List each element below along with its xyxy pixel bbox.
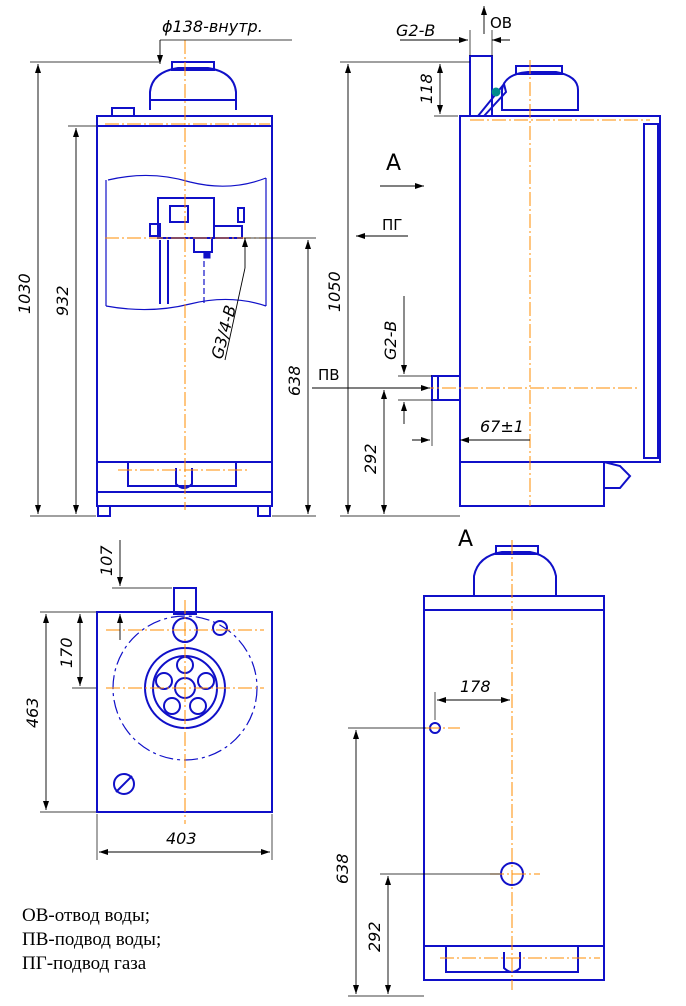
legend-item-ov: ОВ-отвод воды; [22,905,150,926]
dim-403: 403 [166,829,197,848]
dim-118: 118 [417,73,436,104]
side-dimensions: 1050 118 G2-B ОВ А ПГ ПВ G2-B 292 67±1 [312,6,530,517]
legend-item-pv: ПВ-подвод воды; [22,929,162,950]
dim-292-side: 292 [361,443,380,474]
view-a-title: А [458,527,473,552]
dim-g3-4: G3/4-B [208,303,241,361]
front-dimensions: 1030 932 638 G3/4-B ϕ138-внутр. [15,17,316,517]
legend: ОВ-отвод воды; ПВ-подвод воды; ПГ-подвод… [22,904,161,976]
label-ov: ОВ [490,14,512,32]
dim-170: 170 [57,637,76,668]
dim-g2-side: G2-B [381,321,400,360]
dim-932: 932 [53,285,72,316]
legend-item-pg: ПГ-подвод газа [22,953,147,974]
dim-463: 463 [23,697,42,728]
dim-107: 107 [97,545,116,576]
top-dimensions: 107 170 463 403 [23,540,273,860]
label-pg: ПГ [382,216,402,234]
dim-292-rear: 292 [365,921,384,952]
dim-67: 67±1 [480,417,524,436]
dim-dia-138: ϕ138-внутр. [162,17,263,36]
rear-dimensions: 178 638 292 [333,677,510,997]
top-view [96,587,273,824]
rear-view-a: А [423,527,605,990]
rear-body [423,609,605,947]
gas-valve [149,197,245,304]
dim-1050: 1050 [325,271,344,312]
label-pv: ПВ [318,366,340,384]
dim-g2-top: G2-B [396,21,435,40]
dim-1030: 1030 [15,273,34,314]
front-view [96,40,273,517]
dim-638-front: 638 [285,365,304,396]
dim-178: 178 [460,677,491,696]
dim-638-rear: 638 [333,853,352,884]
side-body [459,115,661,463]
view-a-arrow-label: А [386,151,401,176]
side-view [420,55,661,507]
